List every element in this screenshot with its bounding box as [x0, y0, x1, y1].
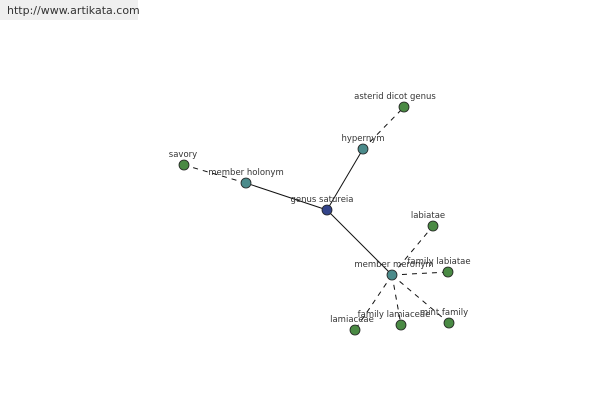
- relation-label-member-meronym: member meronym: [354, 260, 433, 270]
- relation-node-member-holonym[interactable]: [240, 177, 252, 189]
- term-label-savory: savory: [169, 150, 197, 160]
- edge-genus-satureia-member-holonym: [245, 182, 328, 211]
- term-label-lamiaceae: lamiaceae: [330, 315, 374, 325]
- edge-member-meronym-lamiaceae: [354, 274, 393, 331]
- relation-label-member-holonym: member holonym: [208, 168, 283, 178]
- term-node-lamiaceae[interactable]: [349, 324, 361, 336]
- term-node-mint-family[interactable]: [443, 317, 455, 329]
- term-node-family-lamiaceae[interactable]: [395, 319, 407, 331]
- center-label-genus-satureia: genus satureia: [291, 195, 354, 205]
- source-url-banner[interactable]: http://www.artikata.com: [0, 0, 140, 20]
- term-label-family-lamiaceae: family lamiaceae: [358, 310, 431, 320]
- term-node-labiatae[interactable]: [427, 220, 439, 232]
- edge-member-meronym-family-lamiaceae: [391, 274, 402, 326]
- center-node-genus-satureia[interactable]: [321, 204, 333, 216]
- term-node-savory[interactable]: [178, 159, 190, 171]
- edge-member-holonym-savory: [183, 164, 247, 184]
- term-label-mint-family: mint family: [420, 308, 468, 318]
- term-node-family-labiatae[interactable]: [442, 266, 454, 278]
- term-label-labiatae: labiatae: [411, 211, 445, 221]
- edge-member-meronym-labiatae: [391, 225, 434, 276]
- edge-member-meronym-mint-family: [391, 274, 450, 324]
- graph-edges: [183, 106, 450, 331]
- edge-member-meronym-family-labiatae: [391, 271, 449, 276]
- term-node-asterid-dicot-genus[interactable]: [398, 101, 410, 113]
- relation-node-member-meronym[interactable]: [386, 269, 398, 281]
- relation-label-hypernym: hypernym: [341, 134, 384, 144]
- relation-node-hypernym[interactable]: [357, 143, 369, 155]
- graph-labels: genus satureia hypernym asterid dicot genu…: [169, 92, 471, 325]
- edge-genus-satureia-member-meronym: [326, 209, 393, 276]
- term-label-asterid-dicot-genus: asterid dicot genus: [354, 92, 436, 102]
- edge-genus-satureia-hypernym: [326, 148, 364, 211]
- graph-nodes: [178, 101, 455, 336]
- term-label-family-labiatae: family labiatae: [407, 257, 470, 267]
